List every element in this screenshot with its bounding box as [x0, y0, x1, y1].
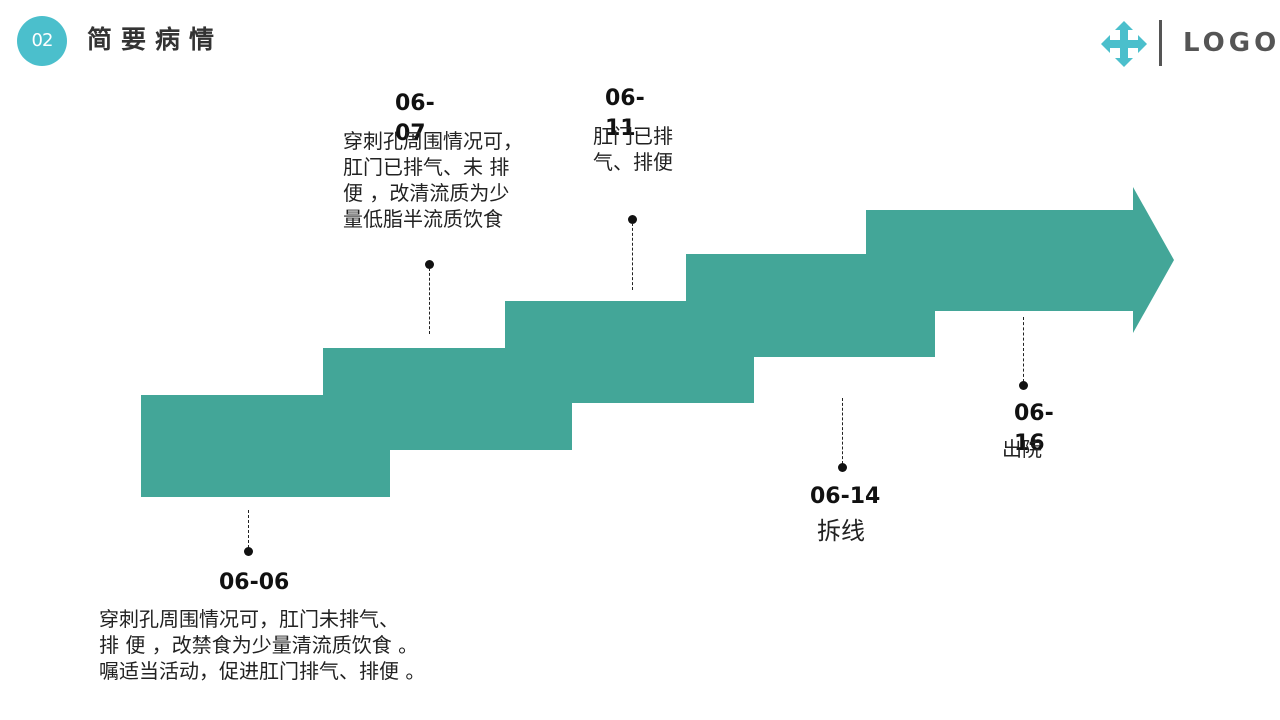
connector-line — [632, 223, 633, 290]
event-date: 06-14 — [810, 484, 881, 509]
description-line: 拆线 — [817, 517, 865, 545]
description-line: 量低脂半流质饮食 — [343, 207, 503, 231]
logo-divider — [1159, 20, 1162, 66]
page-title: 简要病情 — [87, 25, 224, 54]
event-description: 肛门已排 气、排便 — [593, 123, 693, 175]
timeline-dot — [425, 260, 434, 269]
connector-line — [248, 510, 249, 548]
description-line: 肛门已排气、未 排 — [343, 155, 510, 179]
description-line: 便 ，改清流质为少 — [343, 181, 510, 205]
event-description: 拆线 — [817, 516, 865, 546]
connector-line — [842, 398, 843, 464]
timeline-dot — [838, 463, 847, 472]
description-line: 嘱适当活动，促进肛门排气、排便 。 — [99, 659, 426, 683]
description-line: 气、排便 — [593, 150, 673, 174]
timeline-dot — [628, 215, 637, 224]
connector-line — [1023, 317, 1024, 382]
event-description: 出院 — [1002, 436, 1042, 462]
stair-arrow-head — [866, 187, 1174, 333]
event-date: 06-06 — [219, 570, 290, 595]
description-line: 穿刺孔周围情况可， — [343, 129, 523, 153]
event-date: 06-11 — [605, 86, 645, 141]
event-date: 06-16 — [1014, 401, 1054, 456]
four-way-arrows-icon — [1101, 21, 1147, 67]
description-line: 穿刺孔周围情况可，肛门未排气、 — [99, 607, 399, 631]
connector-line — [429, 268, 430, 334]
description-line: 肛门已排 — [593, 124, 673, 148]
section-number-badge: 02 — [17, 16, 67, 66]
timeline-dot — [1019, 381, 1028, 390]
description-line: 出院 — [1002, 437, 1042, 461]
event-description: 穿刺孔周围情况可，肛门未排气、 排 便 ，改禁食为少量清流质饮食 。 嘱适当活动… — [99, 606, 459, 684]
logo-text: LOGO — [1183, 28, 1280, 58]
event-description: 穿刺孔周围情况可， 肛门已排气、未 排 便 ，改清流质为少 量低脂半流质饮食 — [343, 128, 533, 232]
description-line: 排 便 ，改禁食为少量清流质饮食 。 — [99, 633, 419, 657]
timeline-dot — [244, 547, 253, 556]
event-date: 06-07 — [395, 91, 435, 146]
